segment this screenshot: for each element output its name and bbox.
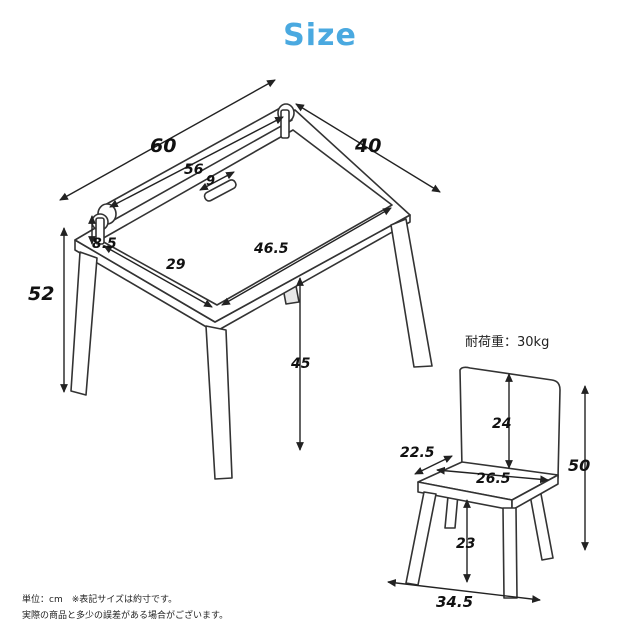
chair-dimensions: [387, 373, 589, 603]
note-unit: 単位：cm ※表記サイズは約寸です。: [22, 595, 178, 605]
table-board-width-label: 46.5: [253, 241, 289, 257]
table-width-label: 60: [150, 135, 176, 157]
table-depth-label: 40: [354, 135, 381, 157]
table-illustration: [70, 103, 433, 480]
table-height-label: 52: [28, 283, 54, 305]
load-capacity: 耐荷重：30kg: [465, 335, 550, 350]
chair-leg-front-left: [405, 491, 437, 586]
chair-leg-back-right: [529, 493, 554, 561]
table-roll-offset-label: 8.5: [92, 236, 117, 252]
chair-seat-depth-label: 22.5: [400, 445, 435, 461]
table-leg-front-right: [390, 218, 433, 368]
table-leg-front-center: [205, 325, 233, 480]
chair-leg-front-right: [502, 507, 518, 599]
chair-base-width-label: 34.5: [436, 593, 473, 611]
chair-seat-width-label: 26.5: [476, 471, 511, 487]
chair-seat-height-label: 23: [456, 536, 475, 552]
chair-total-height-label: 50: [568, 456, 590, 475]
table-board-depth-label: 29: [166, 257, 186, 273]
table-inner-width-label: 56: [184, 162, 204, 178]
chair-back-height-label: 24: [492, 416, 511, 432]
page-title: Size: [283, 18, 357, 53]
table-leg-front-left: [70, 251, 98, 396]
table-clearance-label: 45: [290, 356, 311, 372]
table-slot-label: 9: [206, 174, 215, 189]
note-disclaimer: 実際の商品と多少の誤差がある場合がございます。: [22, 611, 229, 621]
table-dimensions: [59, 79, 441, 451]
